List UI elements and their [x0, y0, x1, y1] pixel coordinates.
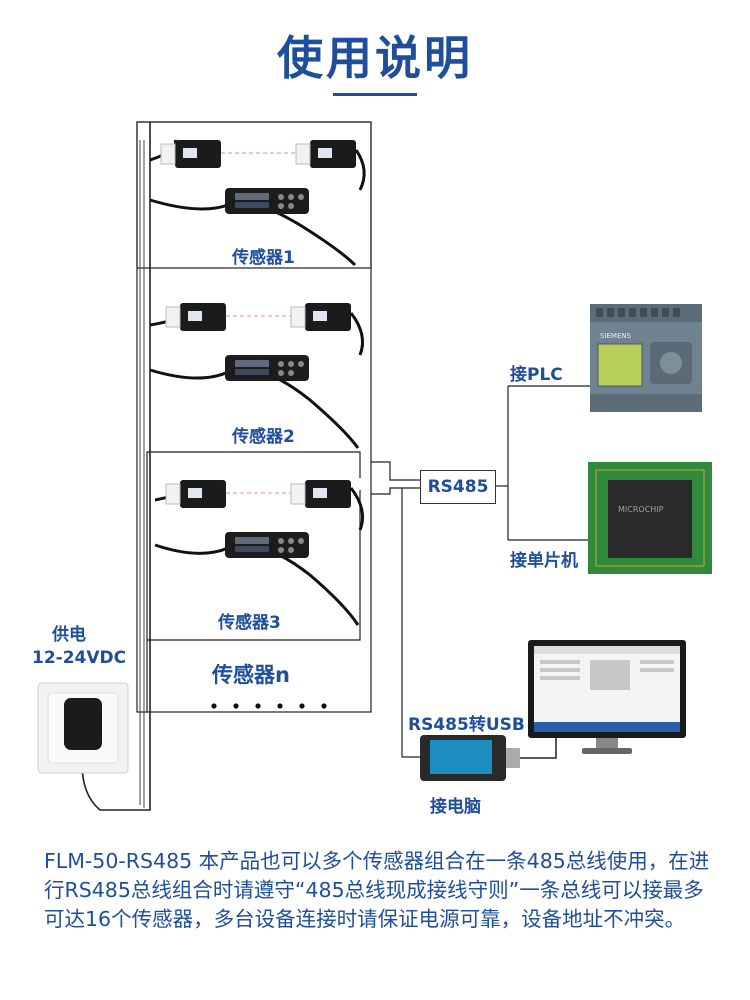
power-bus	[139, 140, 145, 808]
plc-image: SIEMENS	[590, 304, 702, 412]
title-underline	[333, 93, 417, 96]
rs485-usb-label: RS485转USB	[408, 715, 525, 735]
pc-label: 接电脑	[430, 797, 481, 817]
bus-wire-b	[371, 487, 420, 495]
mcu-image: MICROCHIP	[588, 462, 712, 574]
chip-brand-text: MICROCHIP	[618, 505, 664, 514]
pc-monitor-image	[528, 640, 686, 754]
more-sensors-dots	[211, 703, 327, 709]
power-label: 供电	[52, 625, 86, 645]
sensor3-frame	[146, 451, 361, 712]
sensor2-unit	[149, 302, 364, 449]
sensor-n-label: 传感器n	[212, 663, 290, 687]
sensor2-label: 传感器2	[232, 427, 295, 447]
sensor3-label: 传感器3	[218, 613, 281, 633]
plc-label: 接PLC	[510, 365, 563, 385]
sensor1-unit	[149, 139, 366, 267]
usb-cable	[520, 736, 557, 759]
sensor1-label: 传感器1	[232, 248, 295, 268]
bus-wire-usb	[401, 488, 420, 758]
sensor-bus-frame	[136, 121, 372, 713]
bus-wire-a	[371, 461, 420, 481]
sensor3-unit	[154, 479, 364, 626]
mcu-label: 接单片机	[510, 551, 578, 571]
power-voltage-label: 12-24VDC	[32, 648, 127, 668]
rs485-box: RS485	[420, 470, 496, 504]
usb-adapter-image	[420, 735, 520, 781]
plc-brand-text: SIEMENS	[600, 332, 632, 340]
description-text: FLM-50-RS485 本产品也可以多个传感器组合在一条485总线使用，在进行…	[44, 849, 710, 931]
page-title: 使用说明	[277, 31, 473, 85]
power-supply-image	[37, 682, 129, 774]
